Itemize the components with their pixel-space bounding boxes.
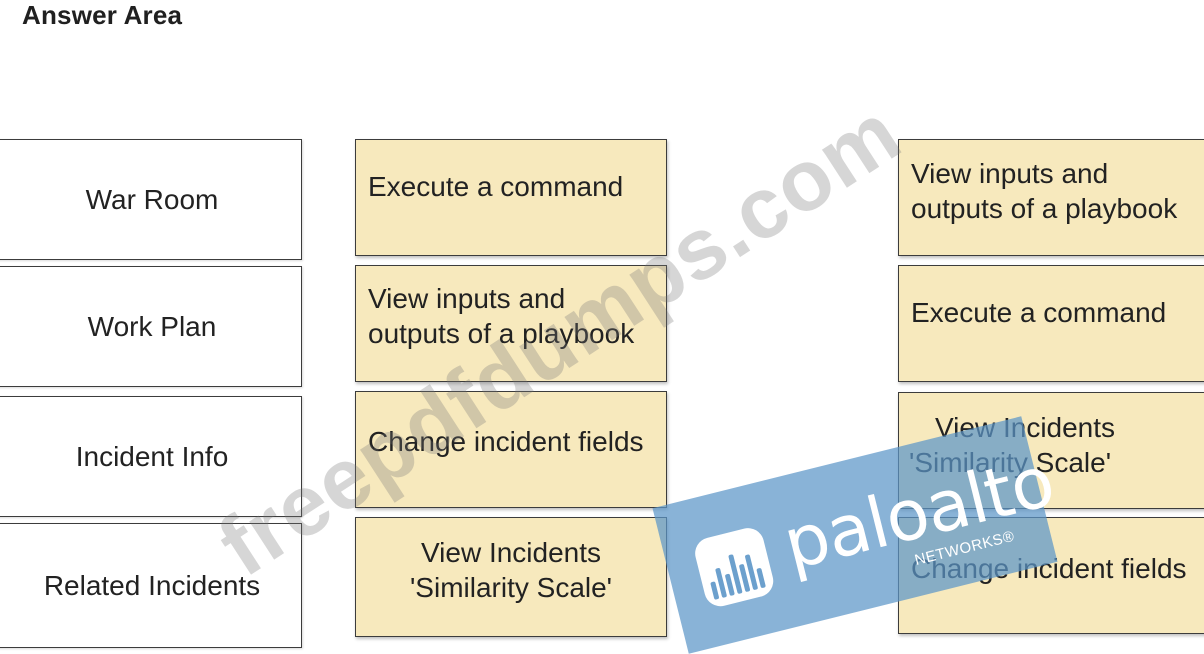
option-text-line-1: View inputs and — [911, 158, 1109, 189]
option-view-inputs-outputs[interactable]: View inputs and outputs of a playbook — [898, 139, 1204, 256]
option-text-line-1: View Incidents — [935, 412, 1116, 443]
target-work-plan: Work Plan — [0, 266, 302, 387]
answer-slot-work-plan[interactable]: View inputs and outputs of a playbook — [355, 265, 667, 382]
answer-text: Execute a command — [368, 171, 624, 202]
target-label: Related Incidents — [43, 570, 261, 601]
option-text: Change incident fields — [911, 553, 1187, 584]
answer-text: Change incident fields — [368, 426, 644, 457]
answer-slot-incident-info[interactable]: Change incident fields — [355, 391, 667, 508]
answer-text-line-2: outputs of a playbook — [368, 318, 635, 349]
target-label: War Room — [85, 184, 219, 215]
answer-text-line-1: View inputs and — [368, 283, 566, 314]
target-related-incidents: Related Incidents — [0, 523, 302, 648]
answer-text-line-1: View Incidents — [420, 537, 602, 568]
option-text: Execute a command — [911, 297, 1167, 328]
answer-slot-related-incidents[interactable]: View Incidents 'Similarity Scale' — [355, 517, 667, 637]
target-war-room: War Room — [0, 139, 302, 260]
option-change-fields[interactable]: Change incident fields — [898, 517, 1204, 634]
answer-slot-war-room[interactable]: Execute a command — [355, 139, 667, 256]
answer-text-line-2: 'Similarity Scale' — [409, 572, 613, 603]
paloalto-icon — [691, 524, 777, 610]
answer-area-heading: Answer Area — [22, 0, 183, 30]
target-label: Incident Info — [75, 441, 229, 472]
target-incident-info: Incident Info — [0, 396, 302, 517]
option-view-similarity[interactable]: View Incidents 'Similarity Scale' — [898, 392, 1204, 509]
option-text-line-2: 'Similarity Scale' — [909, 447, 1112, 478]
target-label: Work Plan — [87, 311, 217, 342]
option-execute-command[interactable]: Execute a command — [898, 265, 1204, 382]
option-text-line-2: outputs of a playbook — [911, 193, 1178, 224]
